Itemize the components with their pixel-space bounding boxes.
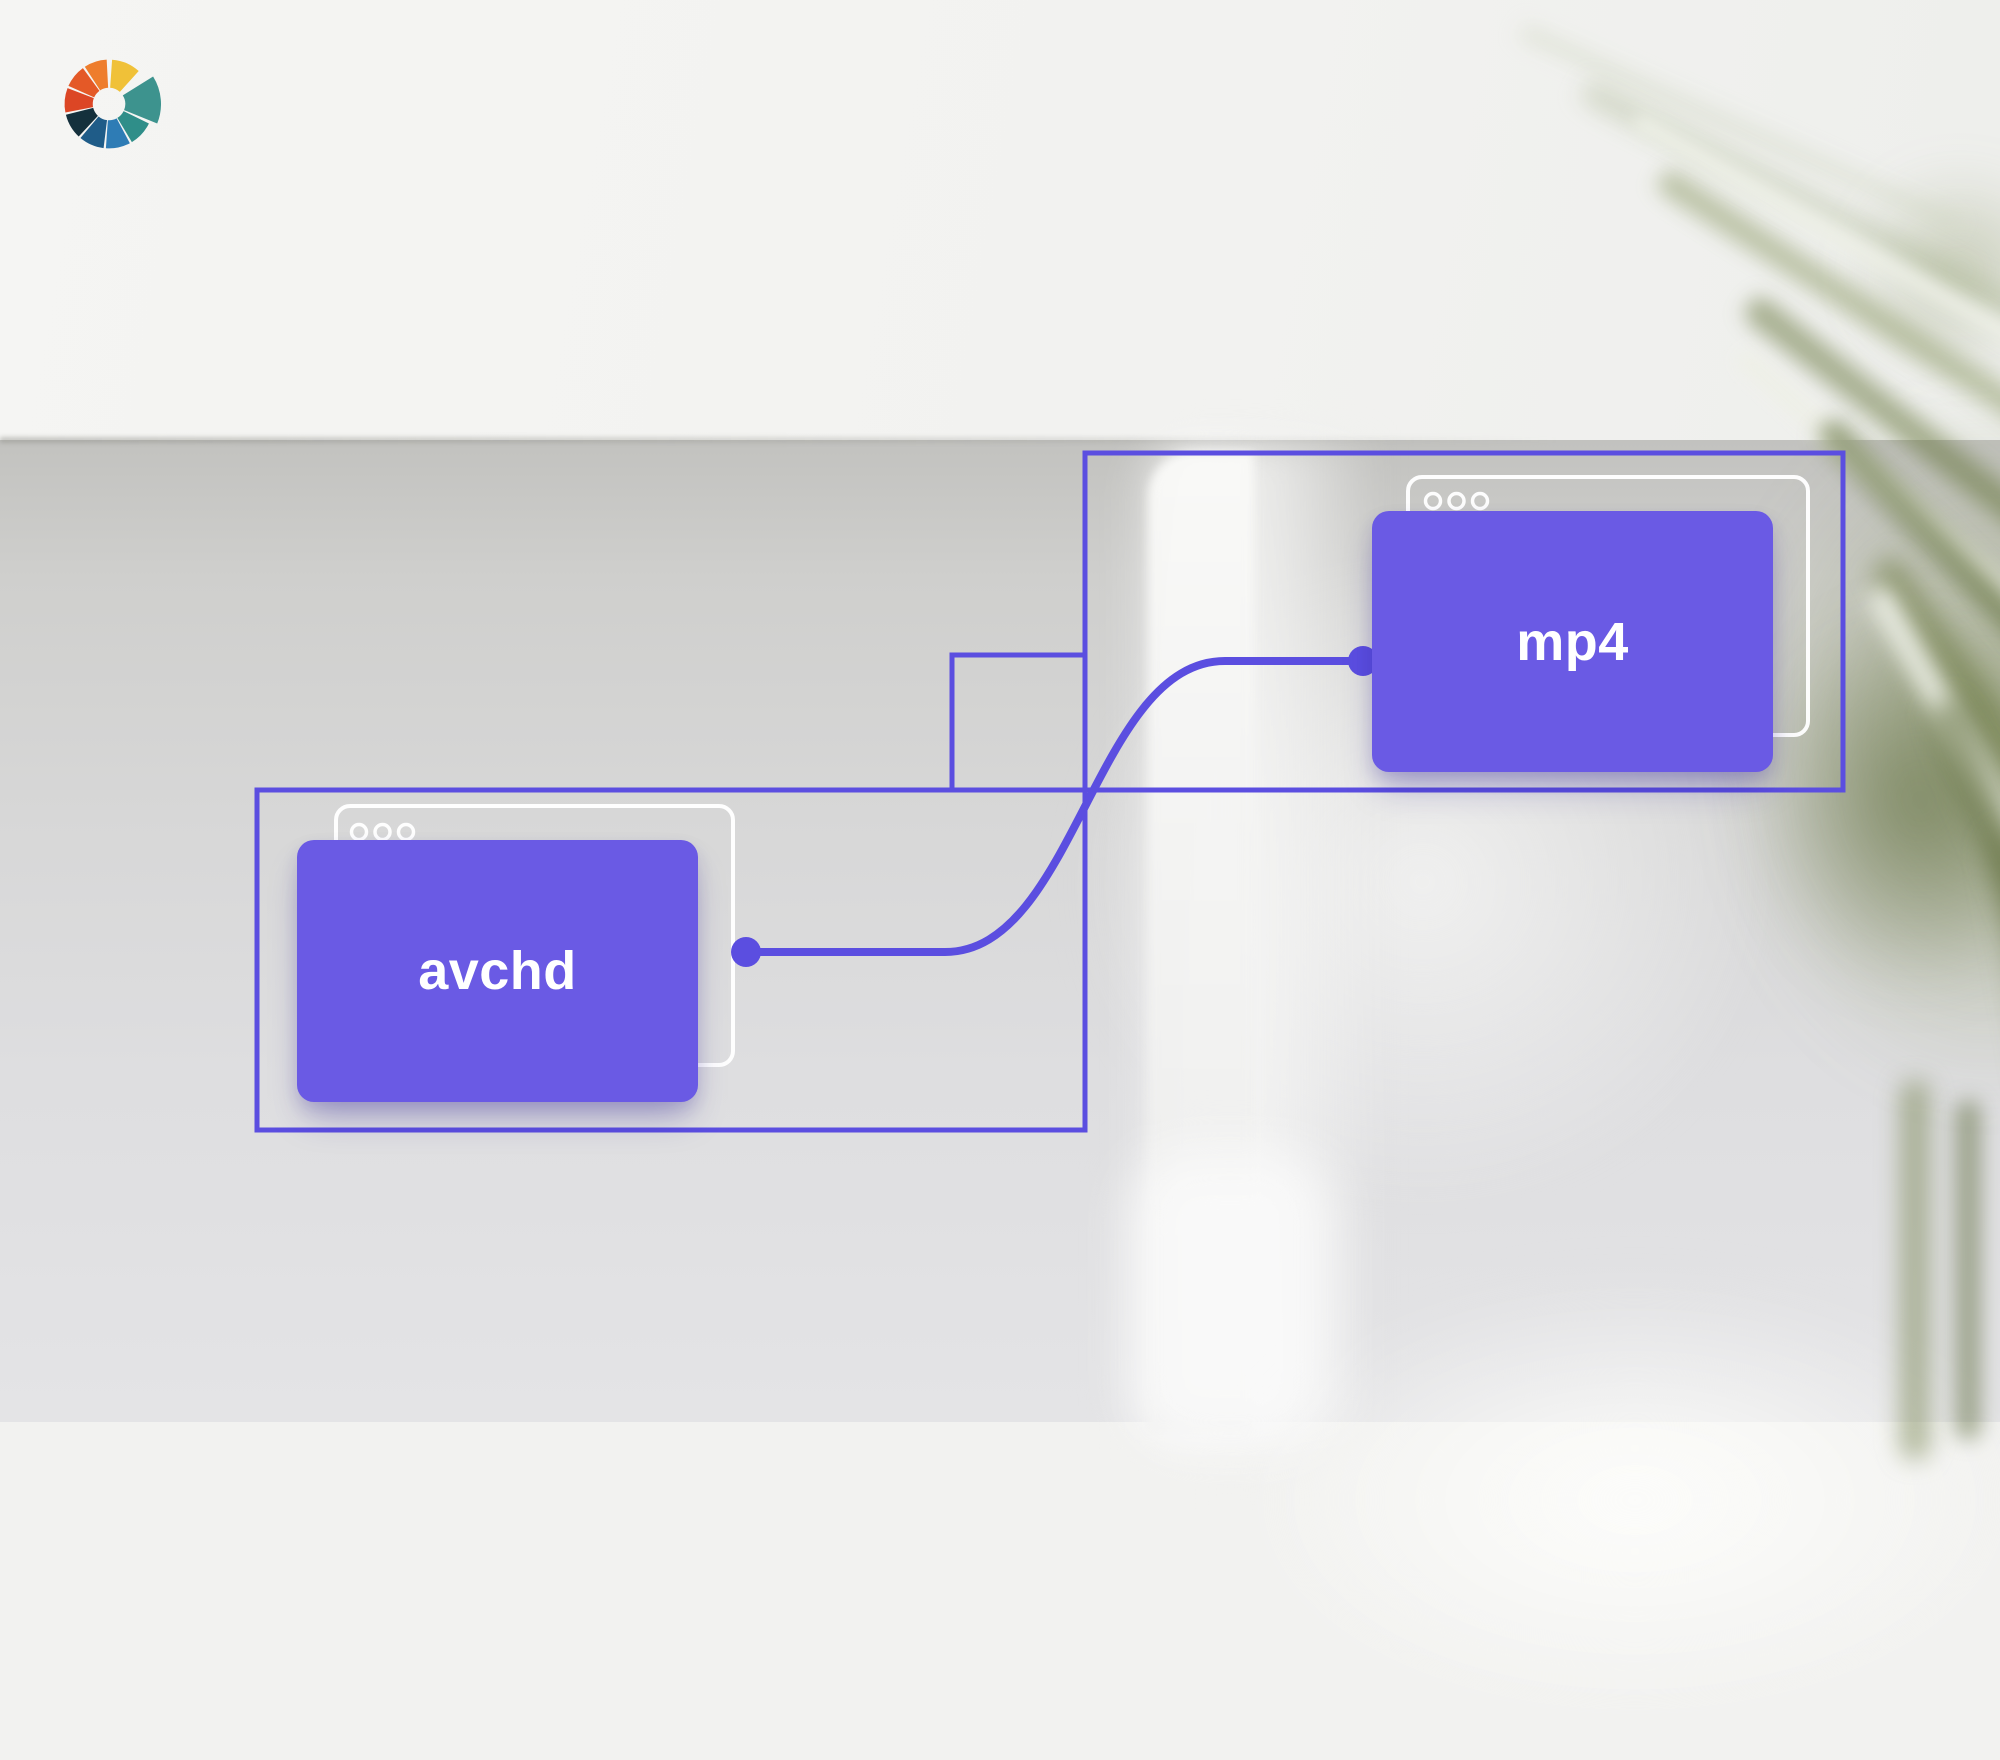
connector-curve: [742, 657, 1367, 956]
connector-endpoint-source: [731, 937, 761, 967]
window-controls-icon: [373, 822, 392, 842]
source-format-label: avchd: [418, 941, 577, 1001]
plant-leaf: [1955, 1100, 1981, 1440]
color-wheel-icon: [64, 59, 161, 149]
desk-edge-shadow: [0, 437, 1560, 443]
step-notch-rect: [949, 652, 1088, 793]
target-format-label: mp4: [1516, 611, 1629, 672]
window-controls-icon: [1447, 491, 1466, 511]
connector-endpoint-target: [1348, 646, 1378, 676]
source-format-card: avchd: [297, 840, 698, 1102]
brand-logo: [64, 59, 161, 149]
target-format-card: mp4: [1372, 511, 1773, 772]
plant-leaf: [1900, 1080, 1930, 1460]
logo-segment: [84, 59, 109, 91]
logo-segment: [65, 107, 98, 137]
logo-segment: [122, 76, 161, 124]
logo-segment: [68, 68, 100, 98]
window-controls-icon: [1470, 491, 1490, 511]
window-controls-icon: [349, 822, 369, 842]
logo-segment: [117, 111, 149, 143]
target-outline-rect: [1082, 450, 1846, 793]
window-controls-icon: [396, 822, 416, 842]
logo-segment: [105, 118, 130, 149]
logo-segment: [110, 59, 139, 92]
logo-segment: [64, 88, 94, 113]
logo-segment: [80, 116, 108, 149]
window-controls-icon: [1423, 491, 1443, 511]
source-outline-rect: [254, 787, 1088, 1133]
